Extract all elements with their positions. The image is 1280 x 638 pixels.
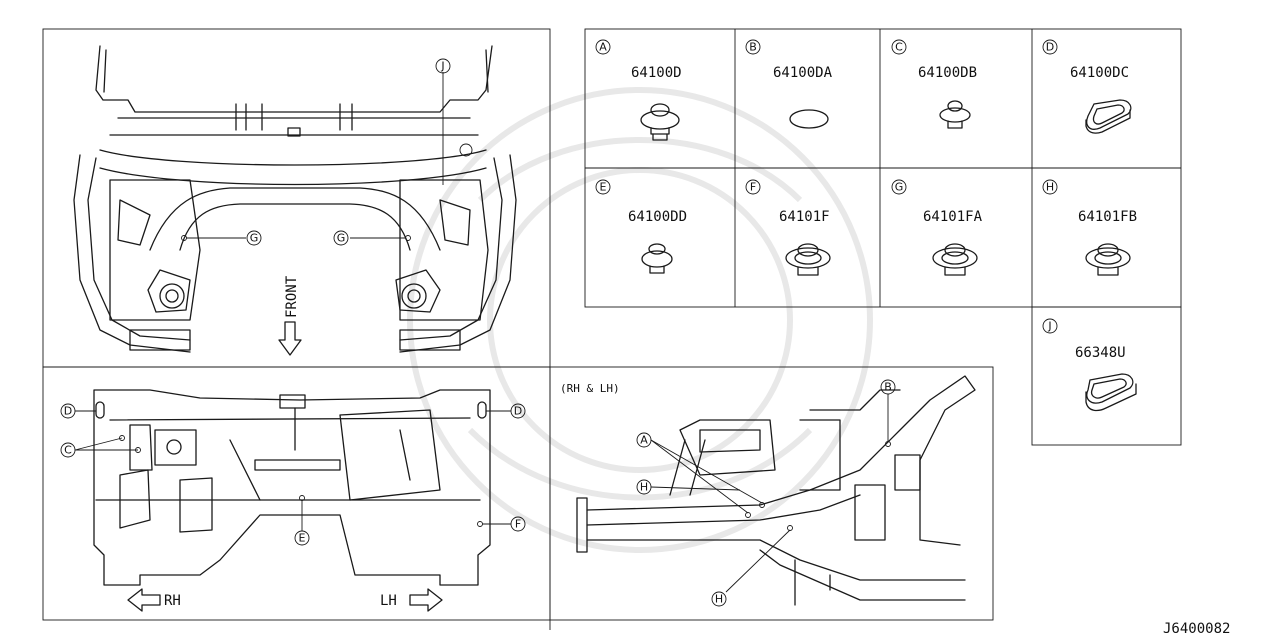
callout-a-side: A bbox=[636, 432, 652, 448]
plug-oval-deep-icon bbox=[1085, 373, 1137, 412]
callout-f: F bbox=[510, 516, 526, 532]
callout-d-left: D bbox=[60, 403, 76, 419]
side-view-title: (RH & LH) bbox=[560, 382, 620, 395]
lh-arrow: LH bbox=[380, 588, 443, 612]
svg-text:G: G bbox=[895, 181, 904, 194]
front-view bbox=[73, 45, 517, 353]
side-view: (RH & LH) bbox=[560, 375, 976, 606]
plug-oval-raised-icon bbox=[1085, 99, 1132, 134]
part-number: 64100DA bbox=[773, 65, 833, 81]
svg-text:LH: LH bbox=[380, 593, 397, 609]
front-direction-arrow: FRONT bbox=[278, 275, 302, 356]
part-cell-d: D 64100DC bbox=[1042, 39, 1132, 134]
plug-round-icon bbox=[641, 243, 673, 274]
part-cell-a: A 64100D bbox=[595, 39, 682, 141]
svg-text:C: C bbox=[895, 41, 903, 54]
part-cell-f: F 64101F bbox=[745, 179, 831, 276]
callout-h-side-lower: H bbox=[711, 591, 727, 607]
part-cell-c: C 64100DB bbox=[891, 39, 977, 129]
svg-text:E: E bbox=[299, 532, 306, 545]
part-cell-h: H 64101FB bbox=[1042, 179, 1137, 276]
part-cell-e: E 64100DD bbox=[595, 179, 687, 274]
plug-flat-oval-icon bbox=[789, 109, 829, 129]
part-number: 64101FA bbox=[923, 209, 983, 225]
svg-text:D: D bbox=[64, 405, 72, 418]
svg-text:B: B bbox=[749, 41, 757, 54]
rh-arrow: RH bbox=[127, 588, 181, 612]
callout-e: E bbox=[294, 530, 310, 546]
part-cell-j: J 66348U bbox=[1042, 318, 1137, 412]
part-number: 64100DC bbox=[1070, 65, 1129, 81]
callout-h-side-upper: H bbox=[636, 479, 652, 495]
part-cell-b: B 64100DA bbox=[745, 39, 833, 129]
grommet-flanged-icon bbox=[785, 243, 831, 276]
svg-text:G: G bbox=[337, 232, 346, 245]
callout-g-left: G bbox=[246, 230, 262, 246]
floor-view bbox=[74, 389, 511, 586]
callout-d-right: D bbox=[510, 403, 526, 419]
grommet-flanged-icon bbox=[932, 243, 978, 276]
svg-text:B: B bbox=[884, 381, 892, 394]
svg-text:D: D bbox=[514, 405, 522, 418]
svg-text:A: A bbox=[640, 434, 648, 447]
svg-text:RH: RH bbox=[164, 593, 181, 609]
plug-round-small-icon bbox=[939, 100, 971, 129]
svg-text:J: J bbox=[1047, 320, 1051, 333]
svg-text:H: H bbox=[640, 481, 648, 494]
svg-text:F: F bbox=[515, 518, 521, 531]
callout-j-front: J bbox=[435, 58, 451, 74]
svg-text:G: G bbox=[250, 232, 259, 245]
part-number: 64100DB bbox=[918, 65, 977, 81]
svg-text:H: H bbox=[1046, 181, 1054, 194]
svg-text:J: J bbox=[440, 60, 444, 73]
diagram-id: J6400082 bbox=[1163, 621, 1230, 637]
part-number: 66348U bbox=[1075, 345, 1126, 361]
svg-text:A: A bbox=[599, 41, 607, 54]
svg-text:D: D bbox=[1046, 41, 1054, 54]
callout-g-right: G bbox=[333, 230, 349, 246]
svg-text:H: H bbox=[715, 593, 723, 606]
part-number: 64100D bbox=[631, 65, 682, 81]
grommet-flanged-icon bbox=[1085, 243, 1131, 276]
part-number: 64100DD bbox=[628, 209, 687, 225]
part-number: 64101F bbox=[779, 209, 830, 225]
callout-b-side: B bbox=[880, 379, 896, 395]
svg-text:C: C bbox=[64, 444, 72, 457]
part-number: 64101FB bbox=[1078, 209, 1137, 225]
callout-c: C bbox=[60, 442, 76, 458]
panel-frames bbox=[42, 28, 1182, 630]
svg-text:E: E bbox=[600, 181, 607, 194]
svg-text:F: F bbox=[750, 181, 756, 194]
part-cell-g: G 64101FA bbox=[891, 179, 983, 276]
front-label: FRONT bbox=[284, 275, 300, 318]
plug-round-icon bbox=[640, 103, 680, 141]
